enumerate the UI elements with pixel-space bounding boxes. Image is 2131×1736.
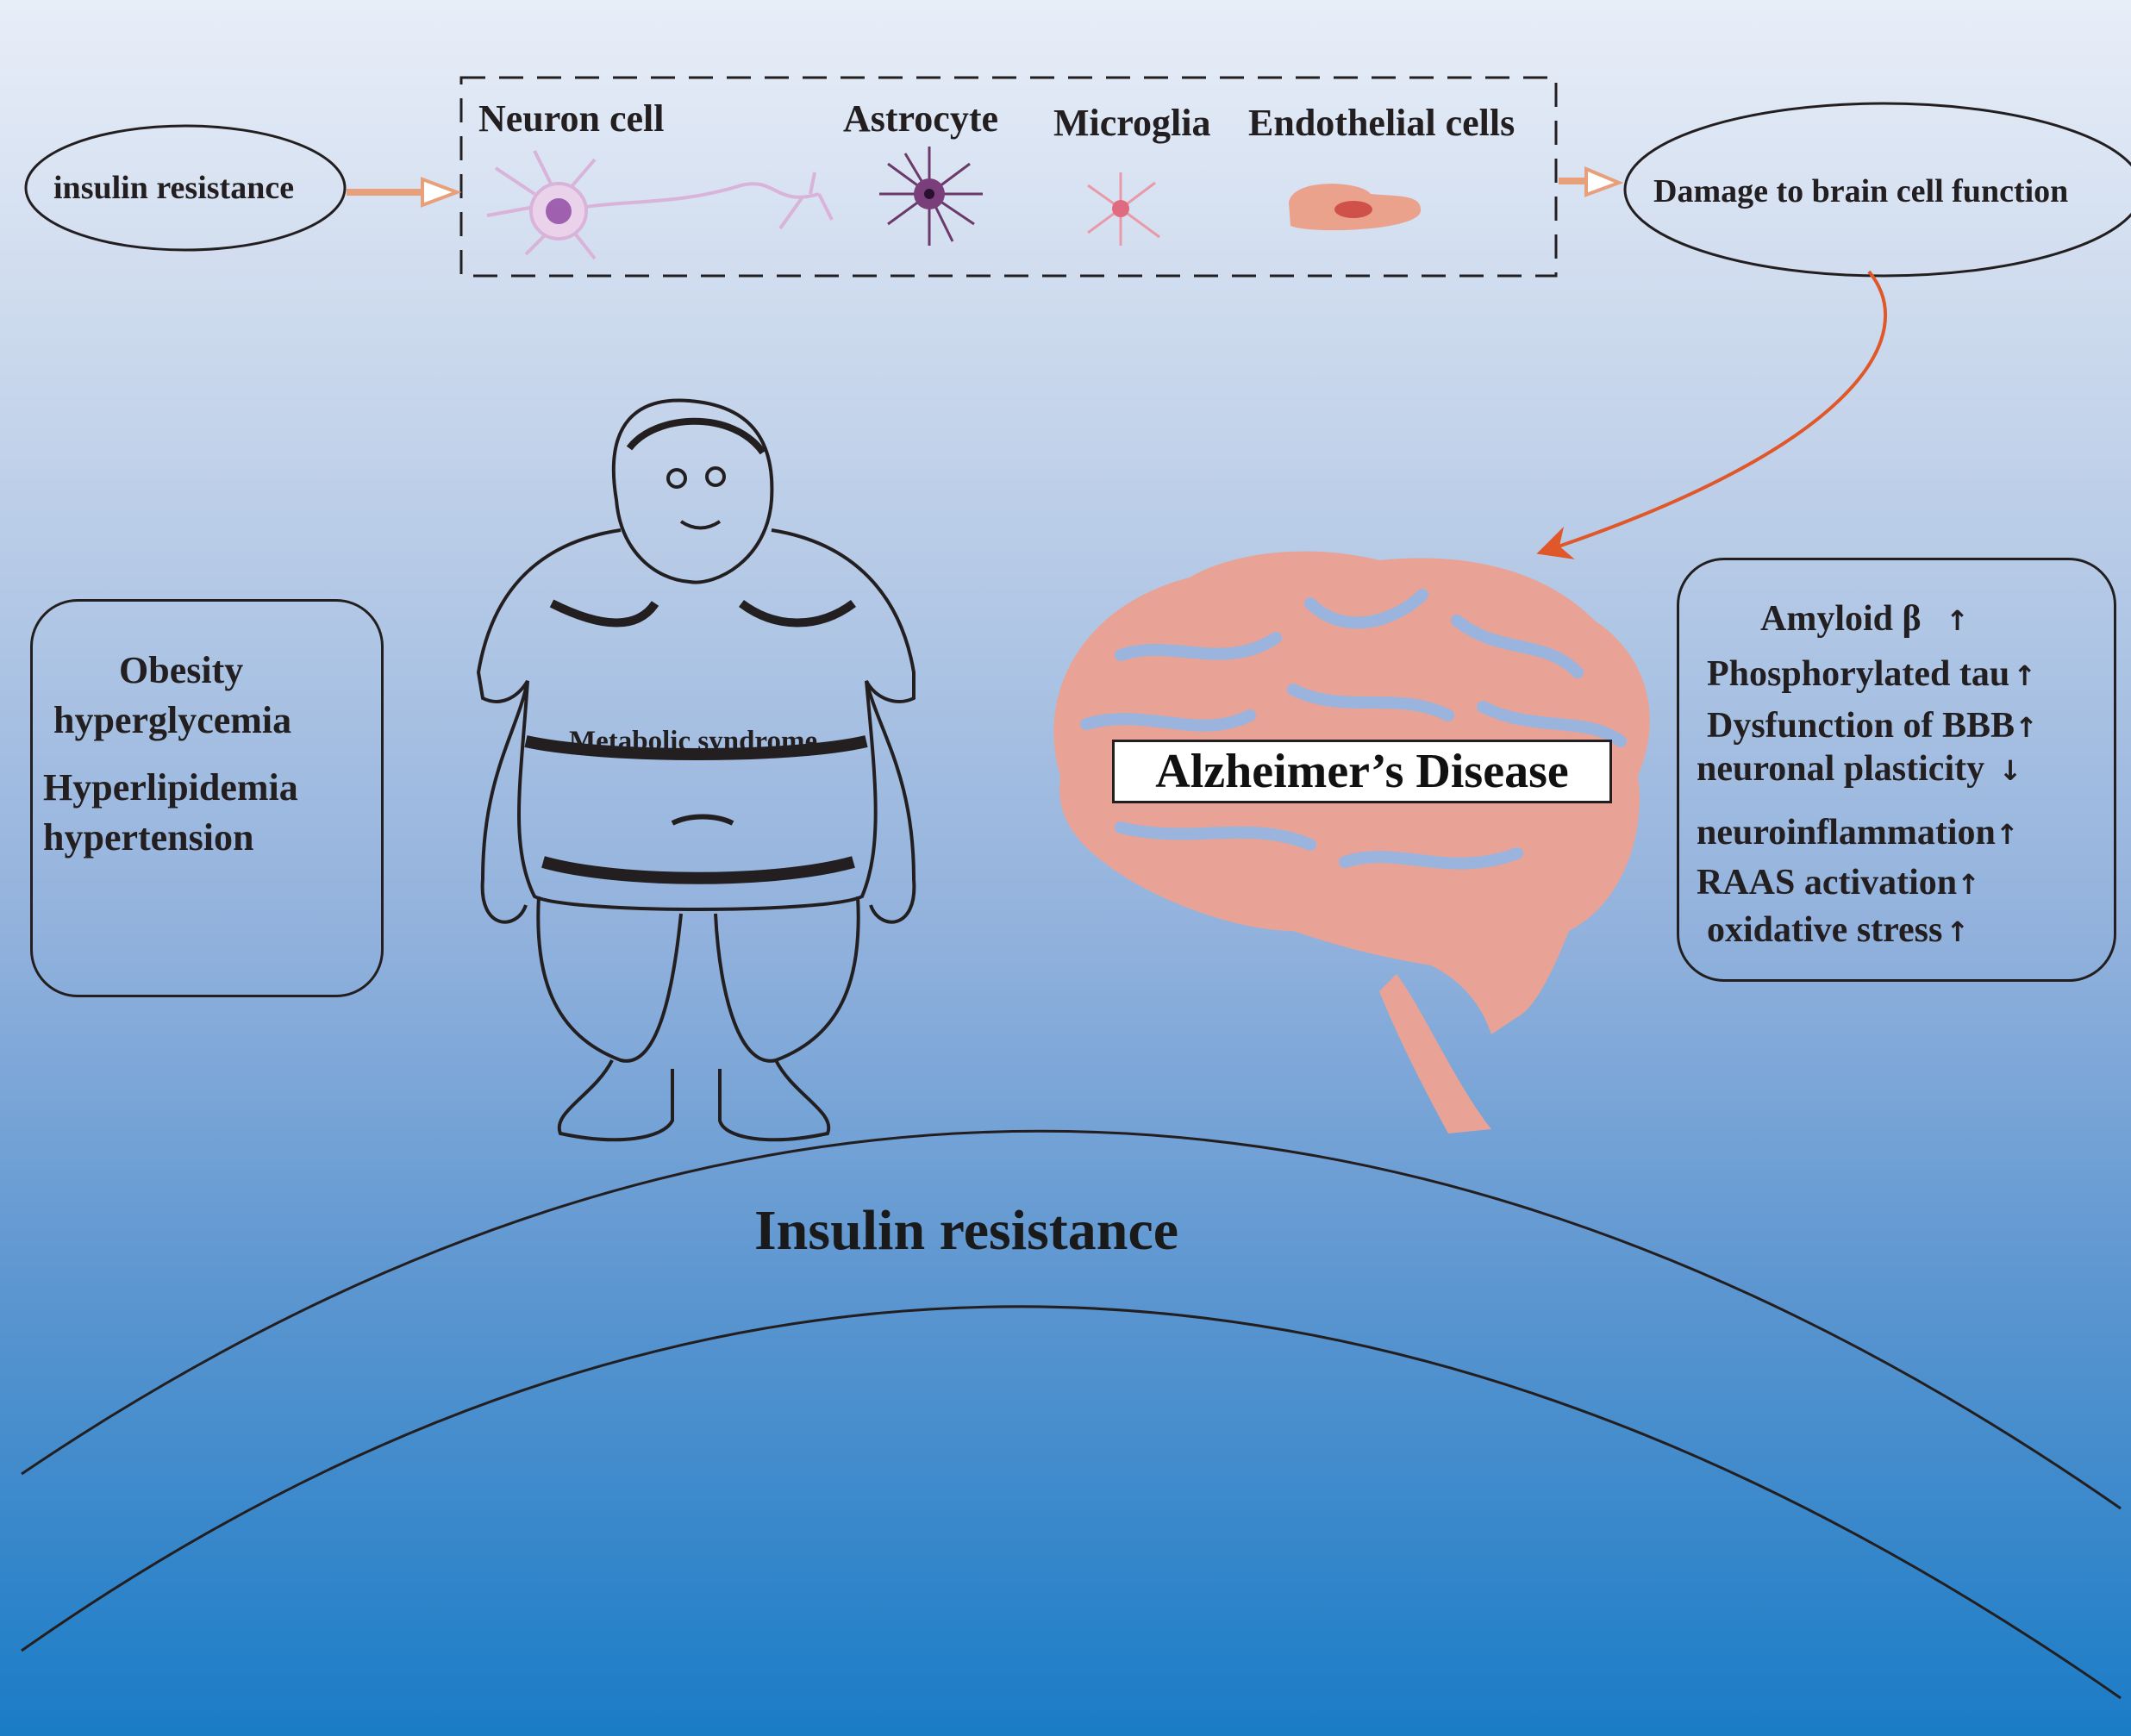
up-arrow-icon: ↑ [2015,711,2038,744]
marker-amyloid: Amyloid β ↑ [1760,598,1969,640]
obese-person-illustration [476,398,916,1142]
down-arrow-icon: ↓ [1998,754,2022,787]
brain-sulci [1080,589,1627,870]
marker-oxidative-text: oxidative stress [1707,910,1943,950]
marker-raas-activation: RAAS activation↑ [1697,862,1980,903]
metabolic-conditions-box [30,599,384,997]
up-arrow-icon: ↑ [1946,604,1969,637]
marker-raas-text: RAAS activation [1697,863,1958,902]
person-feet [557,1059,831,1142]
globe-outer-arc [21,1129,2122,1510]
marker-oxidative-stress: oxidative stress↑ [1707,909,1969,951]
globe-insulin-resistance-label: Insulin resistance [754,1199,1179,1262]
marker-neuroinflammation-text: neuroinflammation [1697,813,1996,852]
microglia-icon [1087,172,1160,246]
endothelial-cell-icon [1289,184,1422,231]
arrow-to-damage [1559,165,1624,197]
globe-inner-arc [21,1305,2122,1700]
person-head [611,398,774,584]
curved-arrow-to-brain [1536,270,1888,559]
neuron-cell-icon [486,150,834,260]
marker-neuronal-plasticity: neuronal plasticity ↓ [1697,748,2022,790]
damage-ellipse [1623,102,2131,278]
ad-markers-box [1677,558,2116,982]
up-arrow-icon: ↑ [2013,659,2037,692]
microglia-label: Microglia [1053,102,1211,144]
brain-illustration [1053,551,1650,1133]
up-arrow-icon: ↑ [1957,868,1980,901]
person-legs [536,896,860,1063]
neuron-cell-label: Neuron cell [478,97,665,140]
obesity-label: Obesity [119,649,244,691]
metabolic-syndrome-label: Metabolic syndrome [569,726,818,757]
damage-brain-function-label: Damage to brain cell function [1653,173,2069,209]
up-arrow-icon: ↑ [1946,915,1970,948]
marker-plasticity-text: neuronal plasticity [1697,749,1985,789]
marker-neuroinflammation: neuroinflammation↑ [1697,812,2019,853]
astrocyte-icon [879,147,983,246]
marker-tau-text: Phosphorylated tau [1707,654,2010,694]
insulin-resistance-ellipse [24,124,347,252]
insulin-resistance-label: insulin resistance [53,170,295,206]
marker-phosphorylated-tau: Phosphorylated tau↑ [1707,653,2036,695]
up-arrow-icon: ↑ [1995,818,2019,851]
hypertension-label: hypertension [43,816,254,859]
astrocyte-label: Astrocyte [843,97,998,140]
cell-types-dashed-box [459,76,1558,278]
arrow-to-cells [347,177,462,208]
marker-bbb-dysfunction: Dysfunction of BBB↑ [1707,705,2038,746]
hyperlipidemia-label: Hyperlipidemia [43,766,298,809]
marker-amyloid-text: Amyloid β [1760,599,1922,639]
alzheimers-disease-label: Alzheimer’s Disease [1112,740,1612,803]
marker-bbb-text: Dysfunction of BBB [1707,706,2015,746]
person-torso [476,528,916,911]
hyperglycemia-label: hyperglycemia [53,699,292,741]
endothelial-cells-label: Endothelial cells [1248,102,1515,144]
